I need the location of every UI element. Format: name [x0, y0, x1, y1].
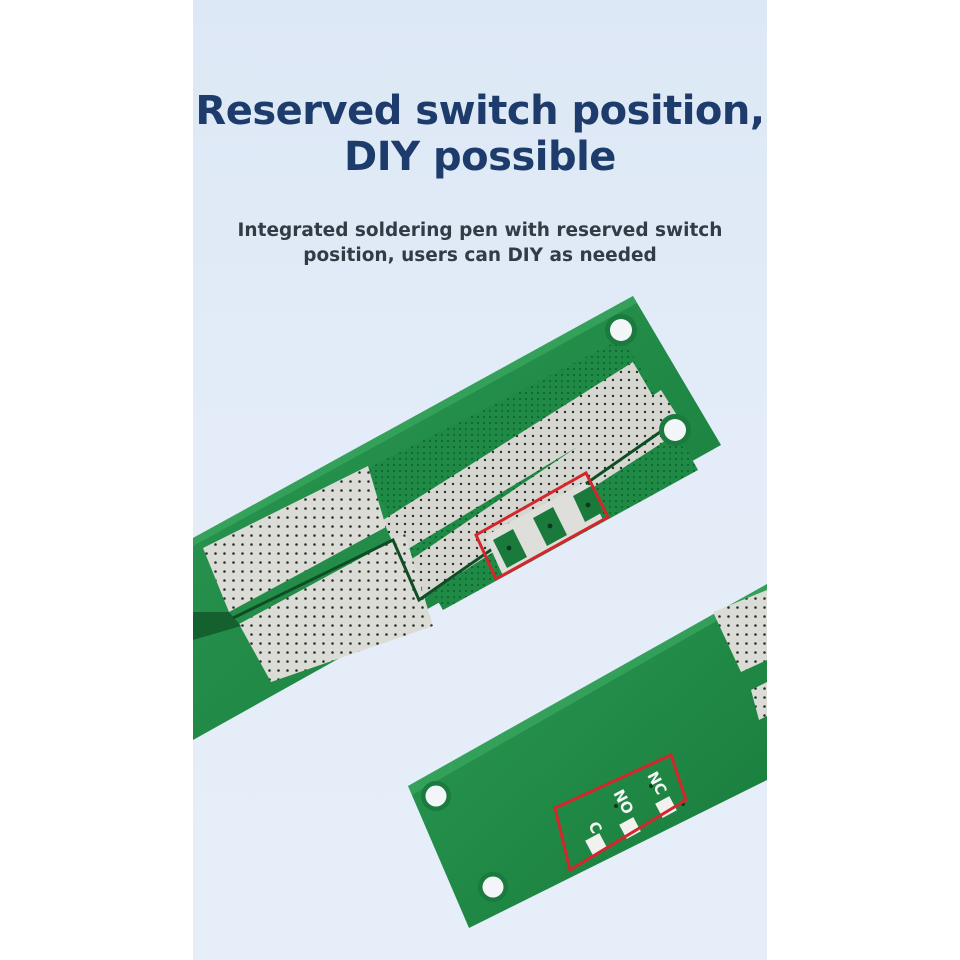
- subheadline-line-1: Integrated soldering pen with reserved s…: [237, 220, 723, 241]
- terminal-highlight-box: [553, 752, 688, 873]
- lower-pcb-board: C NO NC: [408, 584, 767, 928]
- subheadline: Integrated soldering pen with reserved s…: [193, 218, 767, 268]
- headline-line-2: DIY possible: [344, 134, 616, 180]
- headline: Reserved switch position, DIY possible: [193, 88, 767, 180]
- mounting-hole: [610, 319, 632, 341]
- left-upper-pad: [203, 466, 386, 612]
- product-panel: Reserved switch position, DIY possible I…: [193, 0, 767, 960]
- pcb-illustration: C NO NC: [193, 296, 767, 928]
- headline-line-1: Reserved switch position,: [195, 88, 765, 134]
- pad-nc: [655, 796, 677, 818]
- left-lower-pad: [239, 534, 433, 682]
- switch-highlight-box: [474, 470, 610, 582]
- subheadline-line-2: position, users can DIY as needed: [303, 245, 657, 266]
- upper-pcb-board: [193, 296, 721, 740]
- upper-silver-strip: [383, 362, 655, 555]
- mounting-hole: [482, 876, 504, 898]
- pad-no: [619, 817, 641, 839]
- mounting-hole: [425, 785, 447, 807]
- switch-footprint: [485, 482, 603, 576]
- corner-pad: [713, 590, 767, 672]
- mounting-hole: [664, 419, 686, 441]
